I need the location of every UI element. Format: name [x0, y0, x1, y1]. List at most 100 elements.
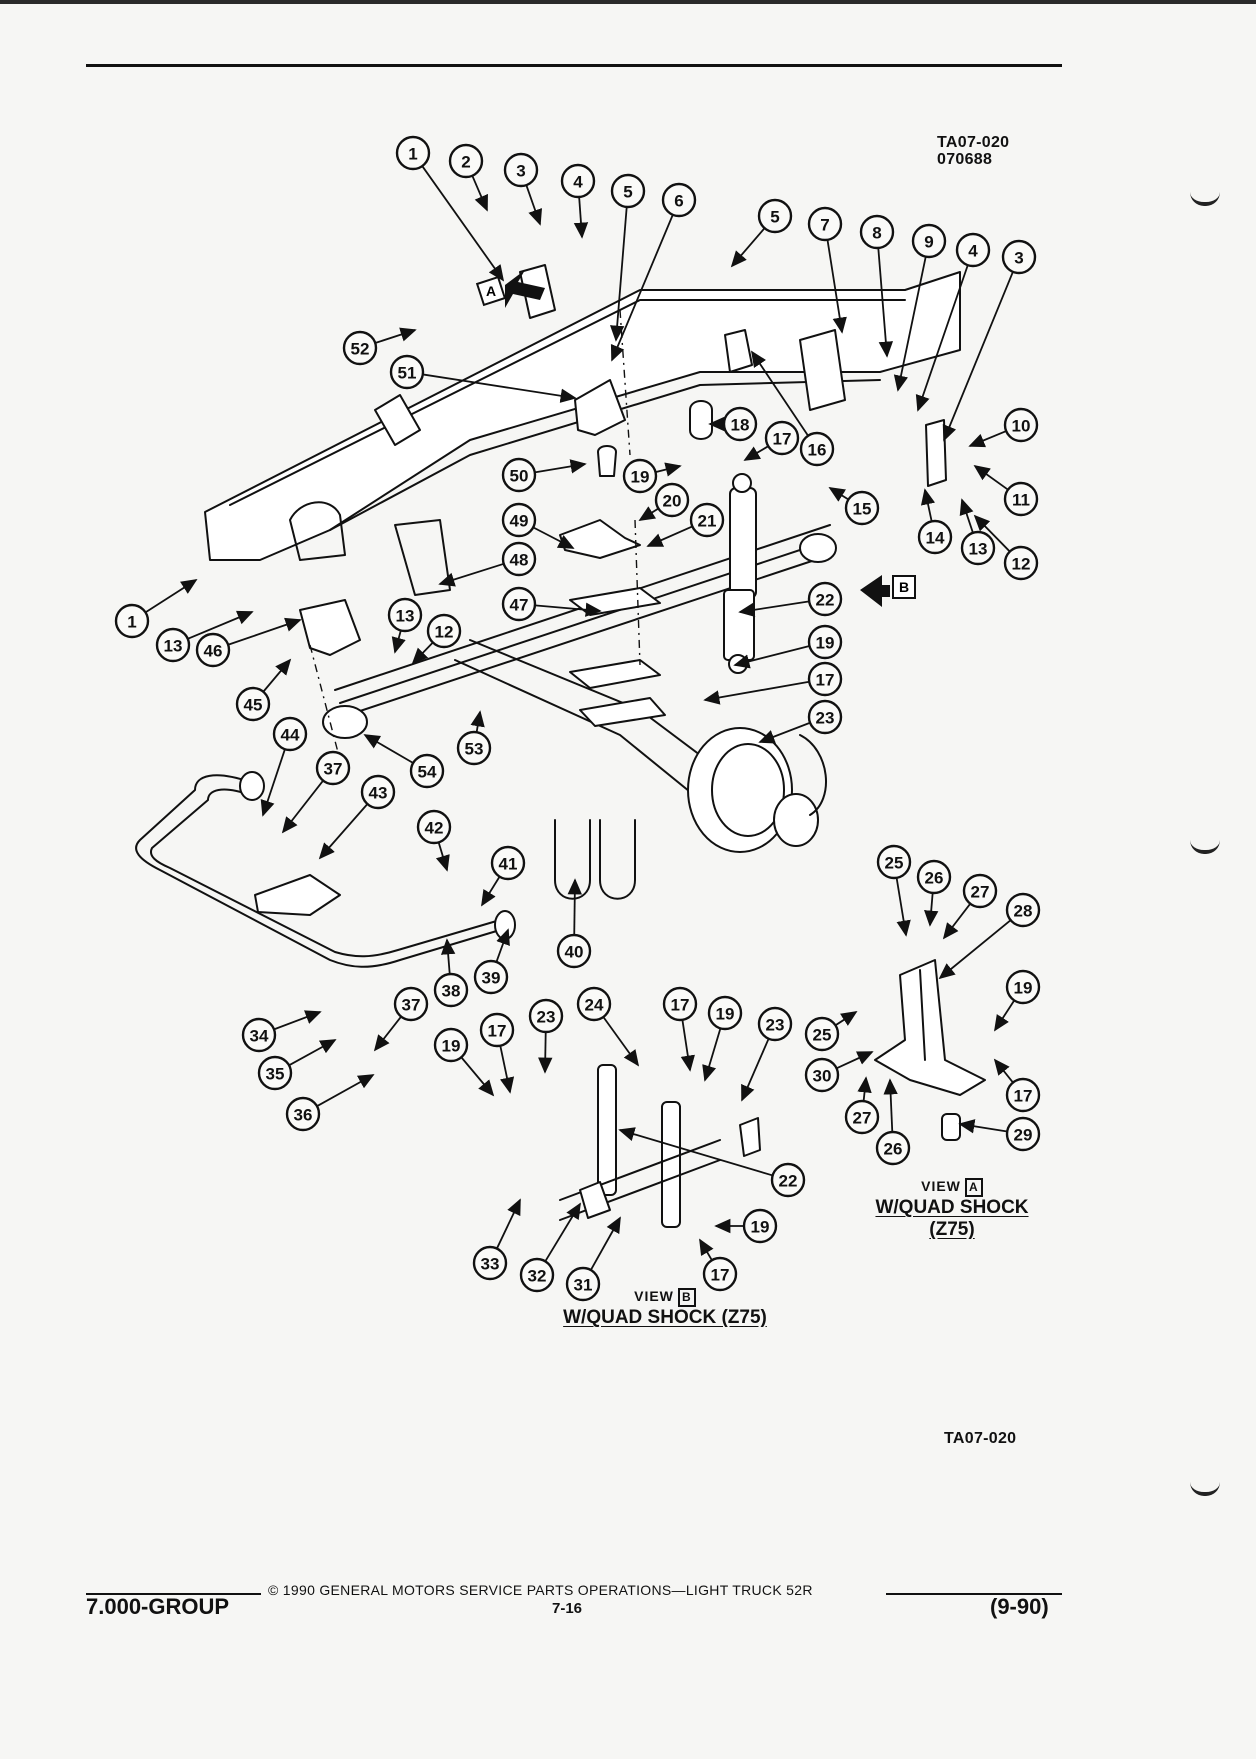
view-a-arrow: A: [475, 270, 545, 308]
callout-8: 8: [859, 214, 895, 358]
callout-54: 54: [363, 734, 445, 789]
callout-number: 25: [813, 1026, 832, 1045]
leader-line: [567, 878, 582, 936]
callout-circle: [565, 1266, 601, 1302]
callout-number: 31: [574, 1276, 593, 1295]
leader-line: [281, 780, 324, 834]
footer-page-number: 7-16: [552, 1600, 583, 1617]
callout-circle: [433, 972, 469, 1008]
callout-12: 12: [973, 514, 1039, 581]
leader-line: [973, 464, 1009, 491]
footer-rule-left: [86, 1593, 261, 1595]
callout-13: 13: [155, 610, 254, 663]
callout-number: 19: [716, 1005, 735, 1024]
callout-circle: [661, 182, 697, 218]
callout-number: 10: [1012, 417, 1031, 436]
figure-ref-line-1: TA07-020: [937, 134, 1010, 151]
leader-line: [391, 630, 406, 654]
callout-circle: [807, 206, 843, 242]
leader-line: [435, 842, 450, 872]
callout-circle: [1005, 969, 1041, 1005]
callout-number: 24: [585, 996, 604, 1015]
callout-number: 21: [698, 512, 717, 531]
view-a-caption-2: (Z75): [929, 1219, 975, 1240]
callout-17: 17: [743, 420, 800, 461]
callout-19: 19: [994, 969, 1041, 1032]
leader-line: [730, 227, 766, 268]
callout-number: 45: [244, 696, 263, 715]
callout-46: 46: [195, 617, 302, 668]
callout-43: 43: [318, 774, 396, 860]
binder-mark: [1190, 1482, 1220, 1496]
footer-rule-right: [886, 1593, 1062, 1595]
callout-number: 12: [1012, 555, 1031, 574]
callout-number: 28: [1014, 902, 1033, 921]
callout-circle: [503, 152, 539, 188]
callout-circle: [473, 959, 509, 995]
view-b-arrow-label: B: [899, 579, 909, 595]
leader-line: [525, 184, 543, 226]
callout-circle: [556, 933, 592, 969]
callout-24: 24: [576, 986, 640, 1067]
view-a-letter: A: [964, 1178, 983, 1197]
callout-number: 8: [872, 224, 881, 243]
callout-34: 34: [241, 1010, 322, 1053]
callout-circle: [757, 198, 793, 234]
leader-line: [460, 1056, 495, 1097]
callout-number: 14: [926, 529, 945, 548]
callout-circle: [389, 354, 425, 390]
leader-line: [288, 1039, 337, 1067]
callout-25: 25: [804, 1011, 858, 1052]
callout-number: 17: [816, 671, 835, 690]
callout-number: 19: [1014, 979, 1033, 998]
callout-circle: [1003, 481, 1039, 517]
callout-13: 13: [387, 597, 423, 654]
leader-line: [758, 721, 811, 744]
callout-circle: [702, 1256, 738, 1292]
leader-line: [638, 506, 659, 521]
leader-line: [699, 1238, 714, 1261]
leader-line: [421, 165, 505, 282]
callout-circle: [770, 1162, 806, 1198]
brackets: [254, 264, 947, 916]
callout-number: 15: [853, 500, 872, 519]
callout-5: 5: [730, 198, 793, 268]
leader-line: [702, 1028, 722, 1082]
callout-circle: [807, 661, 843, 697]
callout-27: 27: [942, 873, 998, 940]
callout-circle: [955, 232, 991, 268]
footer-group: 7.000-GROUP: [86, 1594, 230, 1619]
callout-number: 13: [396, 607, 415, 626]
footer-date: (9-90): [990, 1594, 1049, 1619]
leader-line: [373, 1016, 402, 1052]
leader-line: [440, 938, 456, 975]
callout-circle: [916, 859, 952, 895]
callout-circle: [393, 986, 429, 1022]
figure-ref-top: TA07-020 070688: [937, 134, 1009, 168]
callout-2: 2: [448, 143, 488, 212]
leader-line: [655, 462, 682, 477]
leader-line: [316, 1074, 375, 1107]
callout-circle: [1005, 892, 1041, 928]
leader-line: [703, 680, 810, 705]
callout-1: 1: [395, 135, 505, 282]
leader-line: [273, 1010, 322, 1031]
callout-circle: [844, 490, 880, 526]
callout-number: 27: [971, 883, 990, 902]
callout-circle: [195, 632, 231, 668]
spring-plates: [554, 519, 666, 900]
leader-line: [738, 600, 810, 617]
leader-line: [834, 1011, 858, 1027]
callout-number: 51: [398, 364, 417, 383]
callout-number: 37: [324, 760, 343, 779]
callout-circle: [501, 457, 537, 493]
callout-20: 20: [638, 482, 690, 521]
callout-number: 53: [465, 740, 484, 759]
callout-45: 45: [235, 658, 292, 722]
callout-number: 17: [671, 996, 690, 1015]
callout-circle: [479, 1012, 515, 1048]
callout-number: 4: [573, 173, 583, 192]
leader-line: [924, 892, 939, 927]
callout-circle: [917, 519, 953, 555]
leader-line: [942, 903, 971, 940]
